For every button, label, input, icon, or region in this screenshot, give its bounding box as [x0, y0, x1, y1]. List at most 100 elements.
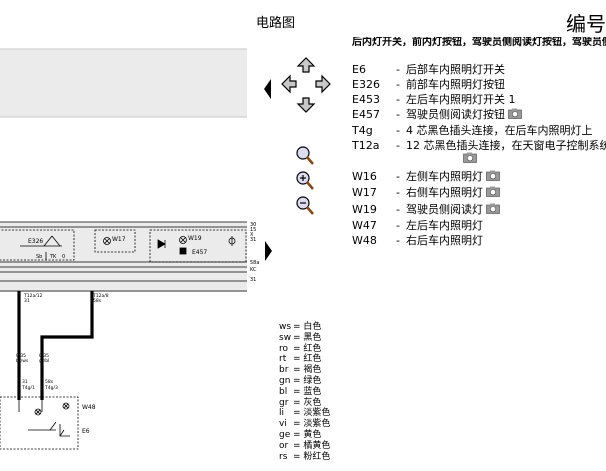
- legend-code: gr: [279, 397, 289, 408]
- legend-row: or= 橘黄色: [279, 441, 330, 452]
- component-dash: -: [396, 93, 400, 106]
- legend-color: 黄色: [303, 429, 322, 440]
- camera-icon[interactable]: [483, 170, 500, 183]
- rail-30: 30: [250, 222, 256, 228]
- legend-row: bl = 蓝色: [279, 387, 330, 398]
- legend-code: bl: [279, 386, 288, 397]
- conn-t12a8: T12a/8: [92, 293, 109, 299]
- pin-t4g1: T4g/1: [21, 385, 35, 391]
- legend-row: ge= 黄色: [279, 430, 330, 441]
- conn-31: 31: [24, 298, 30, 304]
- component-dash: -: [396, 203, 400, 216]
- component-desc: 驾驶员侧阅读灯按钮: [406, 108, 522, 121]
- legend-code: gn: [279, 375, 291, 386]
- legend-color: 淡紫色: [303, 419, 331, 430]
- rail-x: X: [250, 232, 254, 238]
- conn-58s: 58s: [93, 298, 102, 304]
- legend-row: gr= 灰色: [279, 398, 330, 409]
- legend-color: 蓝色: [303, 386, 322, 397]
- label-w19: W19: [188, 235, 202, 242]
- legend-row: gn= 绿色: [279, 376, 330, 387]
- component-code: E457: [352, 108, 380, 121]
- camera-icon[interactable]: [483, 186, 500, 199]
- label-sb: Sb: [36, 254, 42, 260]
- component-dash: -: [396, 139, 400, 152]
- legend-code: sw: [279, 332, 292, 343]
- legend-code: ws: [279, 322, 292, 332]
- component-dash: -: [396, 219, 400, 232]
- rail-15: 15: [250, 227, 256, 233]
- component-desc: 右侧车内照明灯: [406, 186, 500, 199]
- legend-eq: =: [293, 322, 304, 332]
- label-e457: E457: [192, 249, 207, 256]
- component-code: T12a: [352, 139, 380, 152]
- legend-color: 褐色: [303, 365, 322, 376]
- legend-color: 绿色: [303, 375, 322, 386]
- legend-row: rs= 粉红色: [279, 452, 330, 463]
- component-code: E326: [352, 78, 380, 91]
- legend-color: 淡紫色: [303, 408, 331, 419]
- legend-eq: =: [293, 440, 304, 451]
- zoom-fit-icon[interactable]: [294, 170, 316, 192]
- camera-icon[interactable]: [460, 152, 477, 165]
- component-code: E453: [352, 93, 380, 106]
- component-code: W16: [352, 170, 377, 183]
- legend-code: rs: [279, 451, 288, 462]
- legend-code: rt: [279, 354, 287, 365]
- wire2-color: gr/bl: [39, 358, 49, 364]
- legend-row: sw= 黑色: [279, 333, 330, 344]
- component-desc: 前部车内照明灯按钮: [406, 78, 505, 91]
- legend-code: ro: [279, 343, 289, 354]
- triangle-right-icon[interactable]: [262, 238, 274, 264]
- component-desc: 左后车内照明灯开关 1: [406, 93, 516, 106]
- legend-color: 红色: [303, 343, 322, 354]
- triangle-left-icon[interactable]: [262, 76, 274, 102]
- legend-color: 橘黄色: [303, 440, 331, 451]
- diagram-component-panel: [0, 222, 247, 292]
- legend-row: li= 淡紫色: [279, 408, 330, 419]
- component-dash: -: [396, 170, 400, 183]
- wire1-size: 0,35: [16, 353, 26, 359]
- legend-row: br = 褐色: [279, 365, 330, 376]
- zoom-out-icon[interactable]: [294, 195, 316, 217]
- legend-eq: =: [293, 365, 304, 376]
- legend-color: 灰色: [303, 397, 322, 408]
- page-number: 编号: [566, 12, 606, 36]
- circuit-diagram[interactable]: E326 Sb TK 0 W17 W19 E457 30 15 X 31 58a…: [0, 0, 270, 471]
- legend-code: ge: [279, 429, 291, 440]
- component-dash: -: [396, 63, 400, 76]
- legend-eq: =: [293, 354, 304, 365]
- component-dash: -: [396, 78, 400, 91]
- component-dash: -: [396, 124, 400, 137]
- component-desc: 驾驶员侧阅读灯: [406, 203, 500, 216]
- rail-58a: 58a: [250, 260, 259, 266]
- rail-31: 31: [250, 237, 256, 243]
- legend-row: vi= 淡紫色: [279, 419, 330, 430]
- legend-eq: =: [293, 375, 304, 386]
- zoom-in-icon[interactable]: [294, 145, 316, 167]
- label-tk: TK: [49, 254, 57, 260]
- legend-eq: =: [293, 408, 304, 419]
- camera-icon[interactable]: [483, 203, 500, 216]
- label-e6: E6: [82, 428, 90, 435]
- legend-eq: =: [293, 451, 304, 462]
- legend-eq: =: [293, 429, 304, 440]
- wire2-size: 0,35: [39, 353, 49, 359]
- legend-code: br: [279, 365, 289, 376]
- pan-arrows-icon[interactable]: [276, 52, 336, 122]
- conn-t12a12: T12a/12: [23, 293, 43, 299]
- legend-eq: =: [293, 332, 304, 343]
- component-code: E6: [352, 63, 366, 76]
- component-dash: -: [396, 234, 400, 247]
- legend-row: ws= 白色: [279, 322, 330, 333]
- component-desc: 4 芯黑色插头连接，在后车内照明灯上: [406, 124, 593, 137]
- component-dash: -: [396, 186, 400, 199]
- component-dash: -: [396, 108, 400, 121]
- component-code: W19: [352, 203, 377, 216]
- camera-icon[interactable]: [505, 108, 522, 121]
- legend-eq: =: [293, 386, 304, 397]
- legend-eq: =: [293, 419, 304, 430]
- component-desc: 右后车内照明灯: [406, 234, 483, 247]
- legend-color: 红色: [303, 354, 322, 365]
- component-desc: 左后车内照明灯: [406, 219, 483, 232]
